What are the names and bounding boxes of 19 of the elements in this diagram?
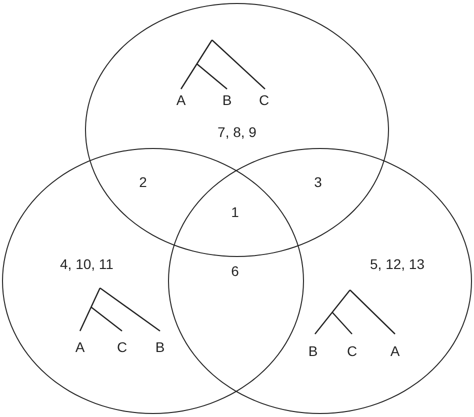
leaf-label: A: [74, 339, 86, 355]
leaf-label: C: [116, 339, 128, 355]
region-label: 5, 12, 13: [370, 256, 426, 272]
leaf-label: C: [346, 343, 358, 359]
leaf-label: C: [258, 92, 270, 108]
region-label: 4, 10, 11: [60, 256, 114, 272]
venn-circle: [168, 148, 472, 414]
region-label: 6: [230, 263, 240, 279]
region-label: 7, 8, 9: [216, 124, 258, 140]
leaf-label: A: [175, 92, 187, 108]
venn-circle: [2, 148, 304, 414]
region-label: 2: [138, 174, 148, 190]
leaf-label: A: [389, 343, 401, 359]
leaf-label: B: [307, 343, 319, 359]
venn-circle: [85, 3, 389, 257]
leaf-label: B: [154, 339, 166, 355]
leaf-label: B: [221, 92, 233, 108]
region-label: 1: [230, 204, 240, 220]
region-label: 3: [313, 174, 323, 190]
